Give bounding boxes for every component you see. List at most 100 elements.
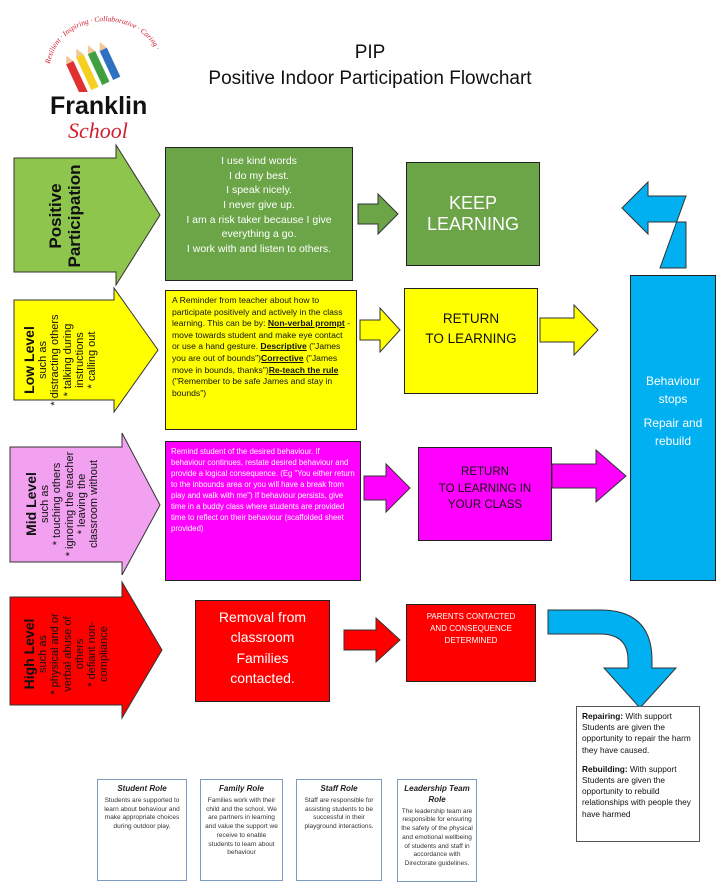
low-descriptive-label: Descriptive <box>260 341 307 352</box>
behaviour-line: Repair and <box>643 416 703 430</box>
parents-contacted-box: PARENTS CONTACTED AND CONSEQUENCE DETERM… <box>406 604 536 682</box>
repairing-text: With support Students are given the oppo… <box>582 711 691 755</box>
high-title: High Level <box>21 618 37 690</box>
low-reteach-label: Re-teach the rule <box>268 364 339 375</box>
high-text-line: Families <box>236 649 289 666</box>
positive-line: I do my best. <box>228 169 290 182</box>
low-sub: such as <box>37 341 50 379</box>
low-reteach-text: ("Remember to be safe James and stay in … <box>172 376 333 398</box>
positive-line: I am a risk taker because I give <box>186 213 332 226</box>
high-item: * defiant non- <box>85 621 98 687</box>
high-item: verbal abuse of <box>61 616 74 692</box>
positive-line: I speak nicely. <box>226 184 292 197</box>
blue-curve-arrow <box>547 609 678 709</box>
keep-learning-box: KEEP LEARNING <box>406 162 540 266</box>
positive-line: everything a go. <box>221 228 297 241</box>
logo-arc: Resilient · Inspiring · Collaborative · … <box>38 6 163 65</box>
low-corrective-text: ("James move in bounds, thanks") <box>172 352 338 375</box>
low-outcome-line: TO LEARNING <box>425 330 517 346</box>
red-connector-arrow <box>343 616 401 664</box>
rebuilding-text: With support Students are given the oppo… <box>582 763 691 819</box>
positive-label: Positive Participation <box>46 164 84 268</box>
behaviour-stops-box: Behaviour stops Repair and rebuild <box>630 275 716 581</box>
low-corrective-label: Corrective <box>261 352 304 363</box>
high-outcome-line: AND CONSEQUENCE <box>430 624 512 633</box>
high-sub: such as <box>37 635 50 673</box>
page-title: PIP <box>354 42 386 63</box>
role-title: Family Role <box>219 784 264 793</box>
positive-line: I never give up. <box>223 199 295 212</box>
low-reminder-box: A Reminder from teacher about how to par… <box>165 290 357 430</box>
high-level-label: High Level such as * physical and or ver… <box>21 598 110 710</box>
school-name-2: School <box>68 118 128 143</box>
high-outcome-line: PARENTS CONTACTED <box>426 612 516 621</box>
repairing-label: Repairing: <box>582 711 624 721</box>
role-title: Staff Role <box>320 784 358 793</box>
magenta-to-blue-arrow <box>551 448 627 504</box>
role-title: Student Role <box>117 784 167 793</box>
mid-outcome-line: TO LEARNING IN <box>438 482 532 495</box>
mid-sub: such as <box>39 485 52 523</box>
low-item: * talking during <box>61 323 74 397</box>
high-item: compliance <box>97 626 110 682</box>
mid-outcome-line: YOUR CLASS <box>447 499 523 512</box>
low-intro: A Reminder from teacher about how to par… <box>172 295 343 329</box>
role-text: Staff are responsible for assisting stud… <box>304 796 374 831</box>
role-text: Students are supported to learn about be… <box>104 796 180 831</box>
leadership-role-box: Leadership Team Role The leadership team… <box>397 779 477 882</box>
page-subtitle: Positive Indoor Participation Flowchart <box>208 68 532 89</box>
mid-outcome-line: RETURN <box>461 466 509 478</box>
family-role-box: Family Role Families work with their chi… <box>200 779 283 881</box>
yellow-to-blue-arrow <box>539 303 599 357</box>
high-text-line: classroom <box>230 629 295 646</box>
low-nonverbal-label: Non-verbal prompt <box>267 318 345 329</box>
repair-rebuild-box: Repairing: With support Students are giv… <box>576 706 700 842</box>
low-nonverbal-text: - move towards student and make eye cont… <box>172 318 350 352</box>
role-text: The leadership team are responsible for … <box>401 807 473 868</box>
mid-item: * touching others <box>51 462 64 546</box>
mid-title: Mid Level <box>23 472 39 536</box>
positive-behaviours-box: I use kind words I do my best. I speak n… <box>165 147 353 281</box>
behaviour-line: Behaviour <box>645 374 701 388</box>
return-to-class-box: RETURN TO LEARNING IN YOUR CLASS <box>418 447 552 541</box>
low-level-label: Low Level such as * distracting others *… <box>21 304 98 416</box>
keep-learning-text: KEEP LEARNING <box>426 193 520 234</box>
behaviour-line: stops <box>658 392 688 406</box>
positive-arrow-shape <box>13 143 161 287</box>
removal-box: Removal from classroom Families contacte… <box>195 600 330 702</box>
yellow-connector-arrow <box>359 306 401 354</box>
low-item: * calling out <box>85 331 98 389</box>
high-item: * physical and or <box>49 613 62 695</box>
low-outcome-line: RETURN <box>442 311 500 326</box>
high-text-line: contacted. <box>230 669 295 686</box>
pencils-icon <box>66 42 121 92</box>
mid-level-label: Mid Level such as * touching others * ig… <box>23 448 100 560</box>
staff-role-box: Staff Role Staff are responsible for ass… <box>296 779 382 881</box>
mid-text: Remind student of the desired behaviour.… <box>171 447 355 534</box>
mid-item: classroom without <box>87 459 100 549</box>
high-text-line: Removal from <box>218 609 307 625</box>
positive-line: I work with and listen to others. <box>186 243 332 256</box>
blue-up-arrow <box>621 180 687 269</box>
mid-item: * leaving the <box>75 473 88 535</box>
high-item: others <box>73 638 86 670</box>
role-title: Leadership Team Role <box>404 784 470 804</box>
positive-line: I use kind words <box>221 155 297 167</box>
low-title: Low Level <box>21 326 37 394</box>
magenta-connector-arrow <box>363 462 411 514</box>
role-text: Families work with their child and the s… <box>205 796 278 857</box>
school-logo: Resilient · Inspiring · Collaborative · … <box>38 6 168 146</box>
low-item: * distracting others <box>49 314 62 406</box>
high-outcome-line: DETERMINED <box>444 636 498 645</box>
rebuilding-para: Rebuilding: With support Students are gi… <box>582 764 694 820</box>
green-connector-arrow <box>357 192 399 236</box>
student-role-box: Student Role Students are supported to l… <box>97 779 187 881</box>
school-name: Franklin <box>50 92 148 120</box>
return-to-learning-box: RETURN TO LEARNING <box>404 288 538 394</box>
repairing-para: Repairing: With support Students are giv… <box>582 711 694 756</box>
low-descriptive-text: ("James you are out of bounds") <box>172 341 341 363</box>
rebuilding-label: Rebuilding: <box>582 763 628 774</box>
low-item: instructions <box>73 332 86 388</box>
mid-remind-box: Remind student of the desired behaviour.… <box>165 441 361 581</box>
mid-item: * ignoring the teacher <box>63 451 76 557</box>
